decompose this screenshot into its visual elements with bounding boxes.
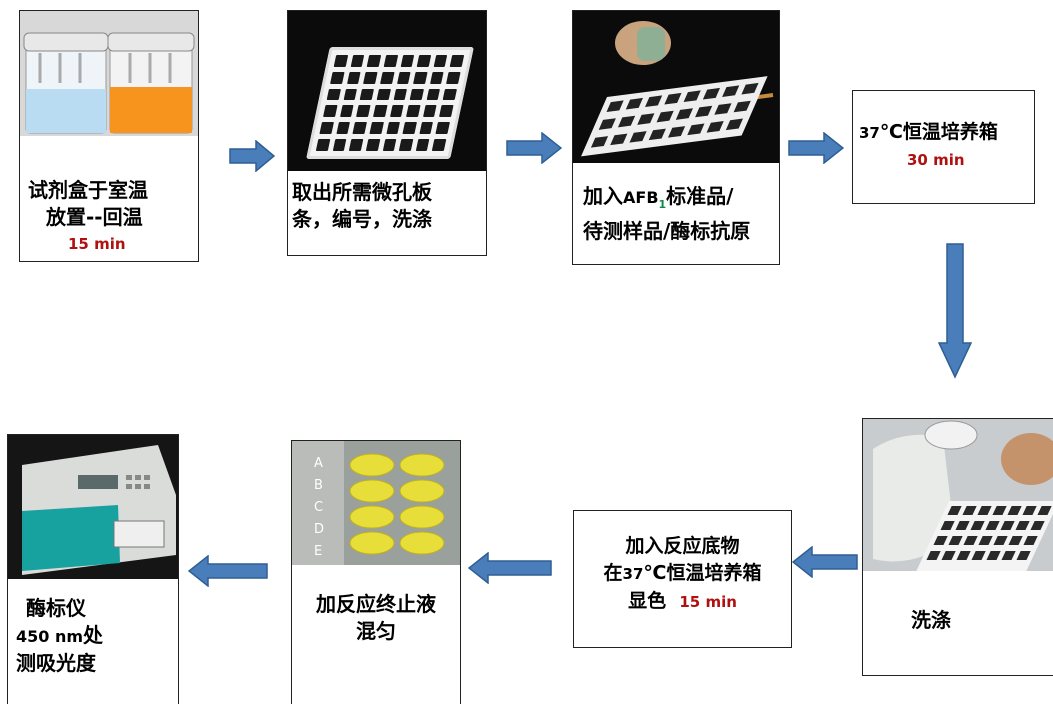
step-6-temp: 37 — [622, 565, 644, 583]
arrow-right-icon — [506, 132, 562, 164]
step-4-time: 30 min — [907, 151, 965, 169]
step-1-line1: 试剂盒于室温 — [28, 178, 148, 202]
step-4-unit: ℃ — [879, 121, 903, 143]
step-6-suffix: 恒温培养箱 — [666, 562, 762, 584]
step-6-unit: ℃ — [643, 562, 667, 584]
step-8-line3: 测吸光度 — [16, 651, 96, 675]
step-2-line1: 取出所需微孔板 — [292, 180, 432, 204]
microplate-photo — [288, 11, 486, 171]
step-3-code: AFB — [623, 188, 659, 207]
arrow-left-icon — [188, 555, 268, 587]
step-6-line2: 在37℃恒温培养箱 — [574, 560, 791, 588]
step-8-line1: 酶标仪 — [26, 596, 86, 620]
step-7-line1: 加反应终止液 — [316, 592, 436, 616]
yellow-wells-photo: A B C D E — [292, 441, 460, 565]
step-8-text: 酶标仪 450 nm处 测吸光度 — [16, 595, 178, 677]
arrow-left-icon — [468, 552, 552, 584]
step-4-text: 37℃恒温培养箱 30 min — [859, 119, 1034, 174]
step-3-subscript: 1 — [658, 198, 667, 211]
step-6-text: 加入反应底物 在37℃恒温培养箱 显色 15 min — [574, 533, 791, 616]
well-letter-a: A — [314, 456, 323, 471]
step-3-text: 加入AFB1标准品/ 待测样品/酶标抗原 — [583, 183, 779, 245]
step-2-text: 取出所需微孔板 条，编号，洗涤 — [292, 179, 486, 233]
step-3-suffix: 标准品/ — [666, 184, 734, 208]
plate-reader-photo — [8, 435, 178, 579]
step-4-line1: 37℃恒温培养箱 — [859, 119, 1034, 147]
step-1-text: 试剂盒于室温 放置--回温 15 min — [28, 177, 198, 258]
step-1-time: 15 min — [68, 235, 126, 253]
step-3-prefix: 加入 — [583, 184, 623, 208]
step-6-box: 加入反应底物 在37℃恒温培养箱 显色 15 min — [573, 510, 792, 648]
step-8-line2: 450 nm处 — [16, 622, 178, 650]
step-3-box: 加入AFB1标准品/ 待测样品/酶标抗原 — [572, 10, 780, 265]
step-3-line2: 待测样品/酶标抗原 — [583, 219, 751, 243]
reagent-jars-photo — [20, 11, 198, 136]
arrow-down-icon — [938, 243, 972, 379]
step-7-box: A B C D E 加反应终止液 混匀 — [291, 440, 461, 704]
arrow-left-icon — [792, 546, 858, 578]
step-6-time: 15 min — [679, 593, 737, 611]
step-1-box: 试剂盒于室温 放置--回温 15 min — [19, 10, 199, 262]
step-8-box: 酶标仪 450 nm处 测吸光度 — [7, 434, 179, 704]
arrow-right-icon — [229, 140, 275, 172]
step-6-label: 显色 — [628, 590, 667, 612]
well-letter-e: E — [314, 544, 322, 559]
well-letter-c: C — [314, 500, 323, 515]
step-6-line1: 加入反应底物 — [625, 535, 740, 557]
step-5-label: 洗涤 — [911, 608, 951, 632]
step-4-label: 恒温培养箱 — [902, 121, 998, 143]
step-7-line2: 混匀 — [356, 619, 396, 643]
step-8-suffix: 处 — [83, 623, 104, 647]
washing-bottle-photo — [863, 419, 1053, 571]
step-5-box: 洗涤 — [862, 418, 1053, 676]
step-8-wavelength: 450 nm — [16, 627, 84, 646]
step-4-box: 37℃恒温培养箱 30 min — [852, 90, 1035, 204]
step-6-line3: 显色 15 min — [574, 588, 791, 616]
well-letter-b: B — [314, 478, 323, 493]
step-7-text: 加反应终止液 混匀 — [292, 591, 460, 645]
pipetting-photo — [573, 11, 779, 163]
step-1-line2: 放置--回温 — [46, 205, 143, 229]
step-3-line1: 加入AFB1标准品/ — [583, 183, 779, 218]
arrow-right-icon — [788, 132, 844, 164]
step-4-temp: 37 — [859, 124, 880, 142]
step-6-prefix: 在 — [603, 562, 623, 584]
step-2-line2: 条，编号，洗涤 — [292, 207, 432, 231]
well-letter-d: D — [314, 522, 324, 537]
step-2-box: 取出所需微孔板 条，编号，洗涤 — [287, 10, 487, 256]
